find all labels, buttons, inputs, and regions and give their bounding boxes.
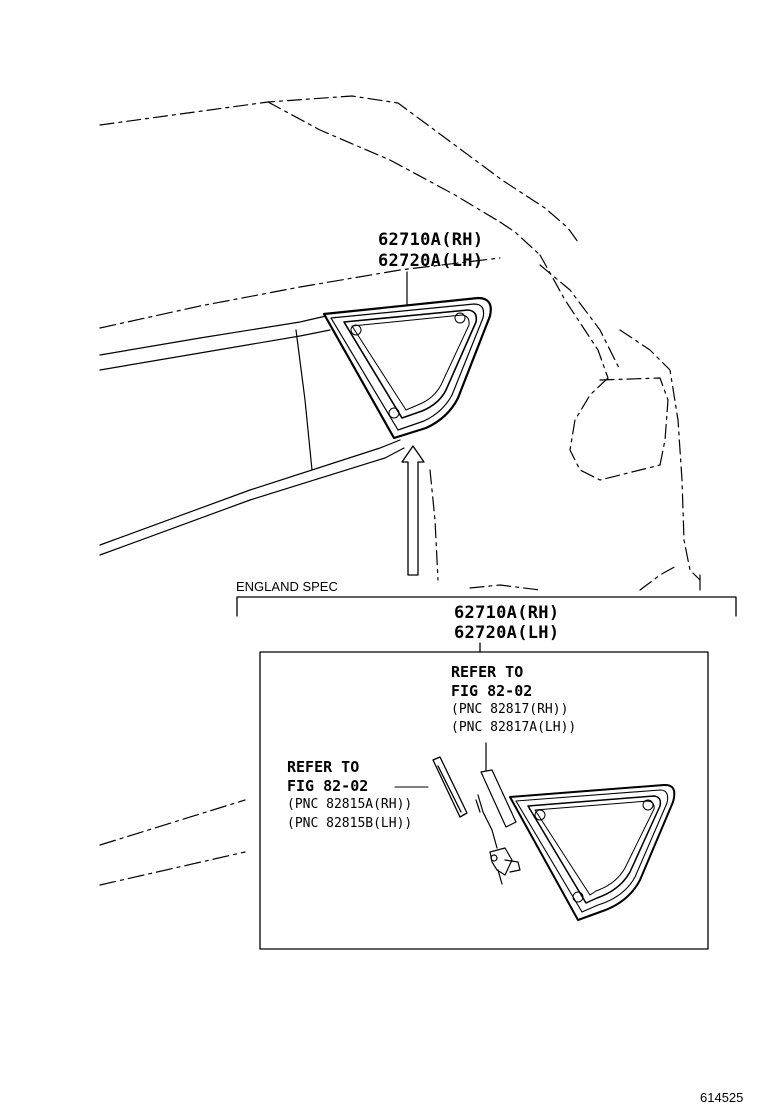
body-side-lines	[99, 257, 701, 886]
moulding-strip-part	[432, 756, 468, 818]
detail-box	[259, 651, 709, 950]
detail-window-glass	[509, 783, 676, 921]
figure-number: 614525	[700, 1090, 744, 1105]
main-part-number-lh: 62720A(LH)	[378, 251, 484, 271]
main-part-number-rh: 62710A(RH)	[378, 230, 484, 250]
ref-lower-title: REFER TO	[287, 758, 360, 776]
england-part-number-lh: 62720A(LH)	[454, 623, 560, 643]
ref-lower-pnc-rh: (PNC 82815A(RH))	[287, 797, 413, 812]
ref-upper-pnc-lh: (PNC 82817A(LH))	[451, 720, 577, 735]
ref-upper-fig: FIG 82-02	[451, 682, 533, 700]
england-spec-bracket	[236, 596, 737, 653]
england-part-number-rh: 62710A(RH)	[454, 603, 560, 623]
view-arrow	[401, 445, 425, 576]
ref-upper-pnc-rh: (PNC 82817(RH))	[451, 702, 569, 717]
connector-part	[475, 742, 521, 885]
ref-lower-pnc-lh: (PNC 82815B(LH))	[287, 816, 413, 831]
ref-upper-title: REFER TO	[451, 663, 524, 681]
roof-outline	[99, 95, 701, 591]
ref-lower-fig: FIG 82-02	[287, 777, 369, 795]
england-spec-label: ENGLAND SPEC	[236, 579, 338, 594]
quarter-window-glass	[322, 296, 492, 440]
